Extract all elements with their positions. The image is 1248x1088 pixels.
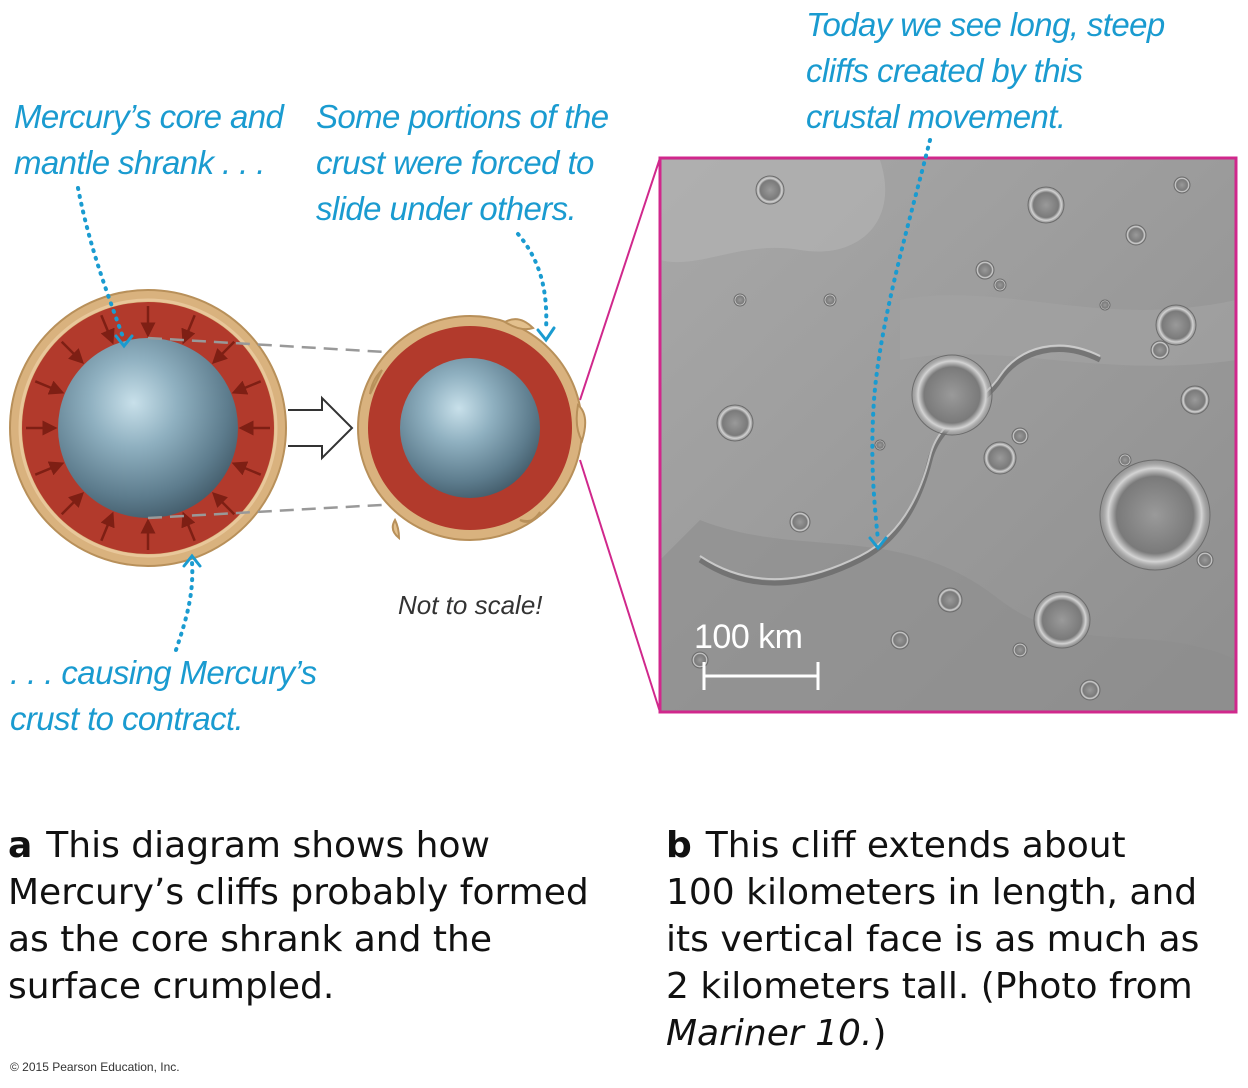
inward-arrow xyxy=(231,380,262,395)
crater xyxy=(1099,299,1111,311)
zoom-line-bottom xyxy=(579,459,661,713)
cliff-scarp xyxy=(698,347,1102,586)
crater xyxy=(1099,459,1211,571)
pointer-slide-head xyxy=(536,326,556,343)
crater xyxy=(1150,340,1170,360)
not-to-scale-note: Not to scale! xyxy=(398,590,543,620)
photo-frame xyxy=(658,156,1238,714)
pointer-slide xyxy=(516,232,549,332)
inward-arrow xyxy=(100,314,115,345)
pointer-core-head xyxy=(114,334,134,349)
inward-arrow xyxy=(100,511,115,542)
crater xyxy=(1180,385,1210,415)
annotation-core-shrank: Mercury’s core and mantle shrank . . . xyxy=(14,98,284,181)
planet-before xyxy=(9,289,287,567)
inward-arrow xyxy=(34,380,65,395)
inward-arrow xyxy=(181,314,196,345)
planet-after xyxy=(357,315,587,541)
inward-arrow xyxy=(60,491,85,516)
crater xyxy=(983,441,1017,475)
caption-b-source: Mariner 10. xyxy=(666,1013,873,1054)
crater xyxy=(823,293,837,307)
annotation-crust-contract: . . . causing Mercury’s crust to contrac… xyxy=(10,654,317,737)
inward-arrow xyxy=(231,461,262,476)
crater xyxy=(755,175,785,205)
inward-arrow xyxy=(181,511,196,542)
annotation-today-cliffs: Today we see long, steep cliffs created … xyxy=(806,6,1165,135)
pointer-cliff-head xyxy=(868,536,888,551)
pointer-cliff xyxy=(870,138,932,542)
inward-arrow xyxy=(60,340,85,365)
scale-bar-label: 100 km xyxy=(694,618,803,656)
crater xyxy=(1027,186,1065,224)
crater xyxy=(937,587,963,613)
caption-b-letter: b xyxy=(666,825,692,866)
pointer-crust-head xyxy=(182,553,202,568)
crater xyxy=(1079,679,1101,701)
caption-a-letter: a xyxy=(8,825,33,866)
crater xyxy=(890,630,910,650)
crater xyxy=(1033,591,1091,649)
copyright-notice: © 2015 Pearson Education, Inc. xyxy=(10,1060,180,1074)
crater xyxy=(716,404,754,442)
crater xyxy=(993,278,1007,292)
inward-arrow xyxy=(211,491,236,516)
crater xyxy=(874,439,886,451)
crater xyxy=(1196,551,1214,569)
crater xyxy=(1173,176,1191,194)
crater xyxy=(975,260,995,280)
crater xyxy=(1125,224,1147,246)
inward-arrow xyxy=(34,461,65,476)
crater xyxy=(1011,427,1029,445)
pointer-crust xyxy=(174,560,195,652)
mercury-surface-photo xyxy=(658,156,1238,714)
inward-arrows xyxy=(26,306,270,550)
crater xyxy=(1118,453,1132,467)
crater xyxy=(733,293,747,307)
pointer-core xyxy=(76,186,126,342)
crater xyxy=(789,511,811,533)
crater xyxy=(1012,642,1028,658)
annotation-slide-under: Some portions of the crust were forced t… xyxy=(316,98,609,227)
transition-arrow xyxy=(288,395,354,461)
crater-field xyxy=(691,175,1214,701)
inward-arrow xyxy=(211,340,236,365)
crater xyxy=(911,354,993,436)
crater xyxy=(1155,304,1197,346)
zoom-line-top xyxy=(579,157,661,401)
